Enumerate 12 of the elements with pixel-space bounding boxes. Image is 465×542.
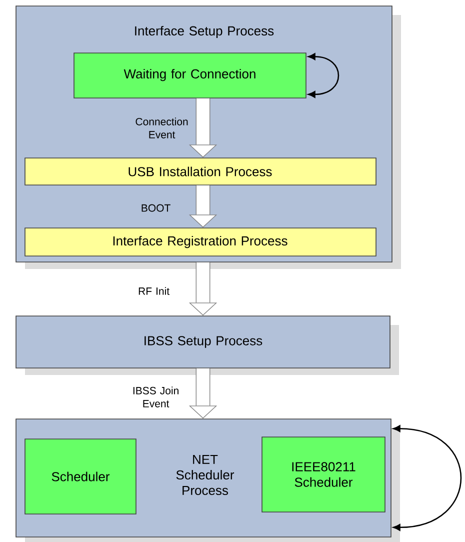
loop-arrow	[393, 425, 462, 531]
process-box: Interface Registration Process	[24, 228, 376, 256]
process-box: USB Installation Process	[24, 158, 376, 186]
loop-arrow	[308, 53, 340, 98]
scheduler-box: Scheduler	[24, 438, 136, 514]
scheduler-box: IEEE80211 Scheduler	[262, 436, 386, 512]
process-box: IBSS Setup Process	[16, 316, 399, 375]
edge-label: IBSS Join Event	[133, 386, 178, 408]
edge-label: RF Init	[138, 287, 170, 295]
edge-label: Connection Event	[136, 118, 188, 138]
state-box: Waiting for Connection	[74, 52, 306, 98]
edge-label: BOOT	[142, 204, 170, 212]
